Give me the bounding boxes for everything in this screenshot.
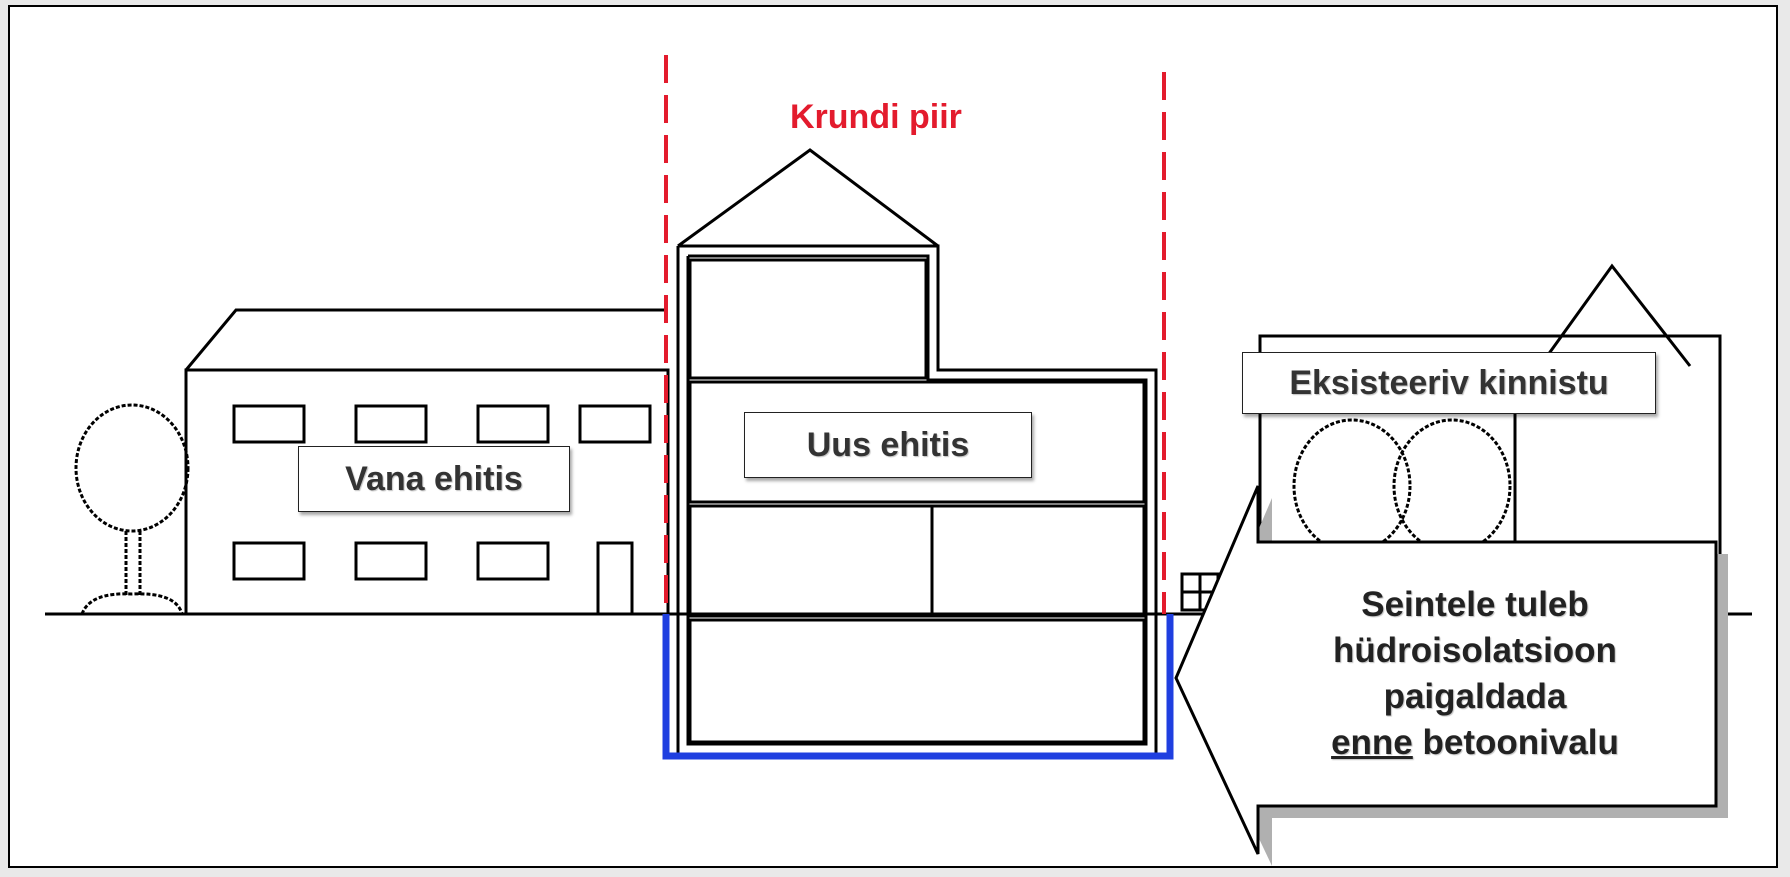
callout-line-1: Seintele tuleb — [1361, 585, 1589, 624]
existing-property-label: Eksisteeriv kinnistu — [1242, 352, 1656, 414]
boundary-label: Krundi piir — [790, 98, 962, 136]
waterproofing-line — [662, 614, 1174, 760]
new-building-label: Uus ehitis — [744, 412, 1032, 478]
callout-line-3: paigaldada — [1383, 677, 1567, 716]
callout-text: Seintele tuleb hüdroisolatsioon paigalda… — [1265, 582, 1685, 766]
callout-emphasis: enne — [1331, 723, 1413, 762]
tree-left — [74, 403, 190, 615]
old-building — [184, 308, 670, 616]
tree-right — [1292, 418, 1512, 554]
callout-line-4: enne betoonivalu — [1265, 720, 1685, 766]
callout-line-4-rest: betoonivalu — [1412, 723, 1619, 762]
callout-arrow — [1174, 485, 1728, 866]
callout-line-2: hüdroisolatsioon — [1333, 631, 1617, 670]
old-building-label: Vana ehitis — [298, 446, 570, 512]
